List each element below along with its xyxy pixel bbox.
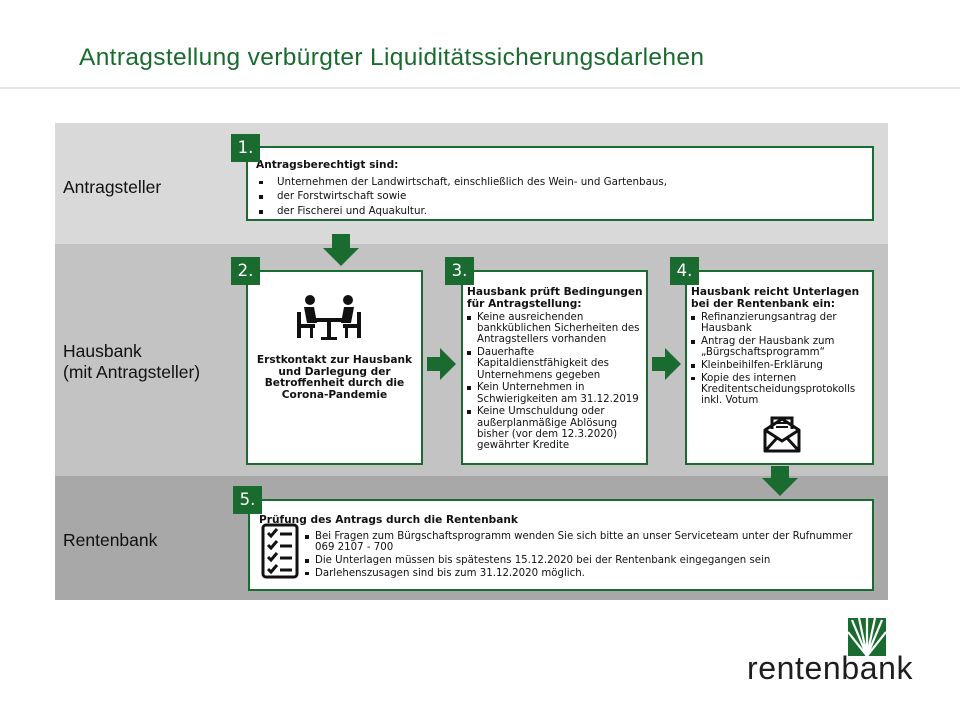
step-5-item: Bei Fragen zum Bürgschaftsprogramm wende… [305,531,864,553]
title-divider [0,87,960,89]
step-3-item: Kein Unternehmen in Schwierigkeiten am 3… [467,382,643,405]
step-4-box: Hausbank reicht Unterlagen bei der Rente… [685,270,874,465]
meeting-icon [297,295,361,340]
mail-icon [763,416,801,453]
arrow-down-icon [762,466,798,496]
step-1-item: Unternehmen der Landwirtschaft, einschli… [256,176,864,188]
step-4-item: Refinanzierungsantrag der Hausbank [691,312,869,334]
row-label-antragsteller: Antragsteller [63,177,162,197]
step-2-title: Erstkontakt zur Hausbank und Darlegung d… [256,354,413,401]
step-1-item: der Fischerei und Aquakultur. [256,205,864,217]
step-5-item: Die Unterlagen müssen bis spätestens 15.… [305,555,864,566]
rentenbank-logo-icon [848,618,886,656]
step-4-item: Kopie des internen Kreditentscheidungspr… [691,373,869,407]
step-5-number: 5. [233,486,262,514]
step-3-item: Keine Umschuldung oder außerplanmäßige A… [467,406,643,451]
page-title: Antragstellung verbürgter Liquiditätssic… [79,44,705,71]
row-label-hausbank: Hausbank (mit Antragsteller) [63,341,200,383]
step-1-title: Antragsberechtigt sind: [256,159,399,171]
arrow-down-icon [323,234,359,266]
step-1-number: 1. [231,134,260,162]
step-5-item: Darlehenszusagen sind bis zum 31.12.2020… [305,568,864,579]
step-5-title: Prüfung des Antrags durch die Rentenbank [259,514,518,526]
step-4-item: Kleinbeihilfen-Erklärung [691,360,869,371]
step-2-box: Erstkontakt zur Hausbank und Darlegung d… [246,270,423,465]
step-1-item: der Forstwirtschaft sowie [256,191,864,202]
checklist-icon [261,523,299,579]
step-1-box: Antragsberechtigt sind: Unternehmen der … [246,146,874,221]
rentenbank-logo-text: rentenbank [747,650,914,686]
step-4-title: Hausbank reicht Unterlagen bei der Rente… [691,286,860,310]
arrow-right-icon [652,348,681,380]
row-label-hausbank-text: Hausbank (mit Antragsteller) [63,341,201,382]
step-4-number: 4. [670,257,699,285]
step-3-title: Hausbank prüft Bedingungen für Antragste… [467,286,643,310]
step-4-item: Antrag der Hausbank zum „Bürgschaftsprog… [691,336,869,358]
step-3-box: Hausbank prüft Bedingungen für Antragste… [461,270,648,465]
step-3-item: Keine ausreichenden bankküblichen Sicher… [467,312,643,346]
step-3-item: Dauerhafte Kapitaldienstfähigkeit des Un… [467,347,643,381]
step-2-number: 2. [231,257,260,285]
arrow-right-icon [427,348,456,380]
step-5-box: Prüfung des Antrags durch die Rentenbank… [248,499,874,591]
row-label-rentenbank: Rentenbank [63,530,158,550]
step-3-number: 3. [445,257,474,285]
